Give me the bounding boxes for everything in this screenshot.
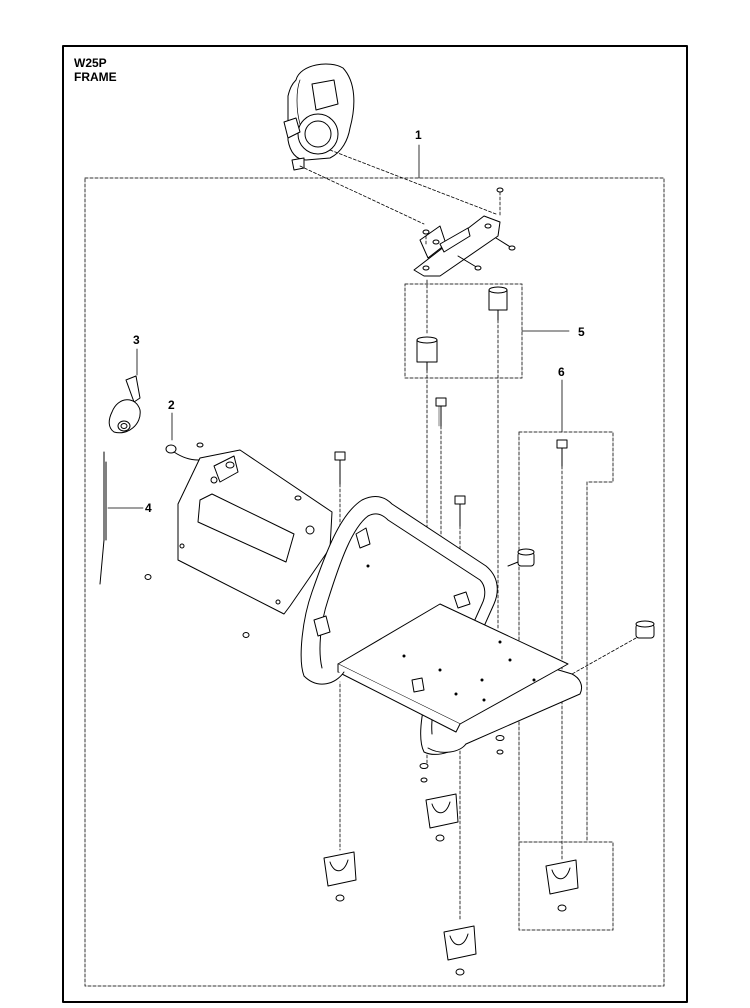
page-border bbox=[63, 46, 687, 1002]
throttle-lever-part bbox=[109, 376, 140, 433]
engine-shroud-part bbox=[284, 64, 354, 170]
model-title: W25P bbox=[74, 56, 107, 70]
callout-1: 1 bbox=[415, 128, 422, 142]
callout-6: 6 bbox=[558, 365, 565, 379]
callout-5: 5 bbox=[578, 325, 585, 339]
group-box-item-6-foot bbox=[519, 842, 613, 930]
tubular-frame-part bbox=[301, 497, 581, 755]
grommet-part bbox=[508, 549, 654, 638]
mounting-bracket-part bbox=[414, 216, 500, 276]
throttle-cable-part bbox=[100, 452, 106, 584]
section-title: FRAME bbox=[74, 70, 117, 84]
control-panel-part bbox=[178, 450, 332, 614]
frame-bolt-part bbox=[335, 398, 567, 526]
callout-3: 3 bbox=[133, 333, 140, 347]
rubber-mount-part bbox=[417, 287, 507, 370]
callout-2: 2 bbox=[168, 398, 175, 412]
group-box-item-1 bbox=[85, 178, 664, 986]
rubber-foot-part bbox=[324, 794, 578, 975]
group-box-item-6 bbox=[519, 432, 613, 842]
washer-nut-part bbox=[420, 736, 504, 783]
callout-4: 4 bbox=[145, 501, 152, 515]
bracket-screw-part bbox=[458, 238, 515, 270]
group-box-item-5 bbox=[405, 284, 522, 378]
